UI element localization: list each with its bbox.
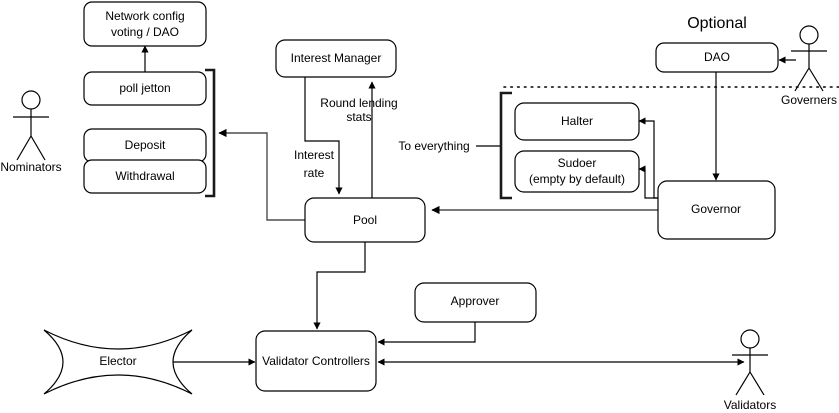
node-poll-jetton-label: poll jetton	[119, 81, 170, 95]
node-withdrawal-label: Withdrawal	[115, 169, 174, 183]
edge-pool-to-deposit-bracket	[218, 128, 305, 221]
node-pool[interactable]: Pool	[304, 197, 426, 243]
edge-label-interest-rate-line2: rate	[304, 166, 325, 180]
edge-governor-to-sudoer	[638, 165, 658, 199]
node-sudoer[interactable]: Sudoer (empty by default)	[514, 150, 640, 193]
node-dao-label: DAO	[704, 50, 730, 64]
node-approver[interactable]: Approver	[414, 282, 537, 323]
node-interest-manager-label: Interest Manager	[291, 51, 382, 65]
node-interest-manager-rect	[275, 39, 397, 78]
actor-validators-head-icon	[740, 329, 760, 349]
node-deposit-label: Deposit	[125, 138, 166, 152]
node-pool-label: Pool	[353, 213, 377, 227]
node-elector-shape	[43, 329, 193, 395]
node-validator-controllers-rect	[255, 330, 377, 392]
node-validator-controllers-label: Validator Controllers	[262, 354, 370, 368]
node-pool-rect	[304, 197, 426, 243]
node-halter-label: Halter	[561, 114, 593, 128]
node-withdrawal-rect	[83, 159, 207, 194]
node-governor-label: Governor	[691, 202, 741, 216]
node-elector[interactable]: Elector	[43, 329, 193, 395]
node-sudoer-label-line2: (empty by default)	[529, 172, 625, 186]
actor-nominators-head-icon	[21, 90, 41, 110]
node-network-config[interactable]: Network config voting / DAO	[83, 1, 207, 47]
node-withdrawal[interactable]: Withdrawal	[83, 159, 207, 194]
actor-nominators-label: Nominators	[0, 160, 61, 174]
node-network-config-label-line1: Network config	[105, 9, 184, 23]
actor-validators-label: Validators	[724, 398, 776, 412]
group-title-optional: Optional	[687, 15, 747, 32]
node-approver-rect	[414, 282, 537, 323]
node-dao-rect	[655, 42, 779, 73]
actor-governers[interactable]: Governers	[781, 25, 837, 107]
node-governor-rect	[657, 180, 776, 240]
node-poll-jetton[interactable]: poll jetton	[83, 71, 207, 106]
node-network-config-rect	[83, 1, 207, 47]
edge-label-round-lending-stats-line1: Round lending	[320, 96, 397, 110]
node-halter[interactable]: Halter	[514, 102, 640, 141]
node-deposit[interactable]: Deposit	[83, 128, 207, 163]
edge-interestmanager-to-pool	[304, 77, 343, 195]
bracket-user-facing	[205, 68, 216, 198]
bracket-halter-sudoer	[499, 91, 512, 200]
edge-pool-to-validatorcontrollers	[313, 240, 366, 330]
node-sudoer-label-line1: Sudoer	[558, 156, 597, 170]
actor-governers-label: Governers	[781, 93, 837, 107]
node-network-config-label-line2: voting / DAO	[111, 25, 179, 39]
node-approver-label: Approver	[451, 294, 500, 308]
actor-nominators-body-icon	[13, 109, 49, 161]
edge-label-interest-rate-line1: Interest	[294, 148, 335, 162]
node-poll-jetton-rect	[83, 71, 207, 106]
actor-validators-body-icon	[732, 348, 768, 396]
actor-governers-head-icon	[799, 25, 819, 45]
edge-approver-to-validatorcontrollers	[377, 322, 476, 346]
actor-nominators[interactable]: Nominators	[0, 90, 62, 174]
node-interest-manager[interactable]: Interest Manager	[275, 39, 397, 78]
node-halter-rect	[514, 102, 640, 141]
node-validator-controllers[interactable]: Validator Controllers	[255, 330, 377, 392]
actor-validators[interactable]: Validators	[724, 329, 776, 412]
node-governor[interactable]: Governor	[657, 180, 776, 240]
edge-label-to-everything: To everything	[398, 139, 469, 153]
edge-governor-to-halter	[638, 117, 658, 199]
edge-label-round-lending-stats-line2: stats	[346, 110, 371, 124]
actor-governers-body-icon	[791, 44, 827, 92]
node-dao[interactable]: DAO	[655, 42, 779, 73]
node-sudoer-rect	[514, 150, 640, 193]
node-elector-label: Elector	[99, 354, 136, 368]
